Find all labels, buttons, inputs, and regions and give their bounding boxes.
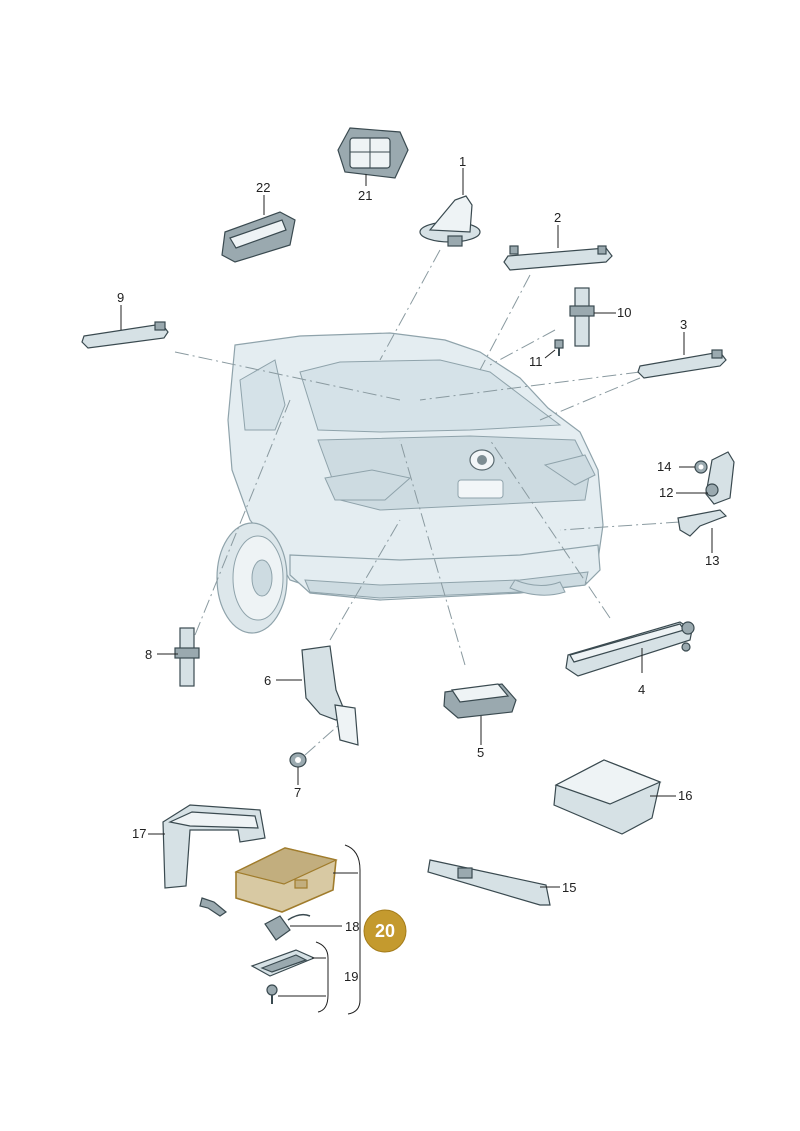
screw-part-19 — [266, 984, 278, 1004]
switch-panel-part-21 — [337, 127, 409, 179]
callout-10: 10 — [617, 305, 631, 320]
callout-1: 1 — [459, 154, 466, 169]
dashed-leaders — [174, 249, 681, 756]
callout-14: 14 — [657, 459, 671, 474]
cover-part-19 — [250, 949, 316, 977]
switch-module-part-22 — [221, 211, 296, 263]
highlight-badge-circle — [363, 909, 407, 953]
antenna-bar-part-9 — [81, 321, 169, 349]
callout-19: 19 — [344, 969, 358, 984]
leader-lines — [120, 168, 713, 1015]
nut-part-14 — [694, 460, 708, 474]
bolt-part — [199, 897, 228, 917]
callout-9: 9 — [117, 290, 124, 305]
highlight-badge-label: 20 — [375, 921, 395, 941]
control-unit-part-20-highlighted — [234, 847, 338, 913]
callout-22: 22 — [256, 180, 270, 195]
antenna-bar-part-3 — [637, 349, 727, 379]
screw-part-11 — [554, 339, 564, 356]
bracket-part-8 — [174, 627, 200, 687]
callout-13: 13 — [705, 553, 719, 568]
callout-5: 5 — [477, 745, 484, 760]
highlight-badge-20[interactable]: 20 — [363, 909, 407, 953]
callout-21: 21 — [358, 188, 372, 203]
callout-12: 12 — [659, 485, 673, 500]
antenna-module-part-4 — [565, 621, 695, 677]
bracket-part-10 — [569, 287, 595, 347]
callout-18: 18 — [345, 919, 359, 934]
callout-labels: 1 2 3 4 5 6 7 8 9 10 11 12 13 14 15 16 1… — [117, 154, 719, 984]
antenna-strip-part-15 — [427, 859, 551, 906]
callout-7: 7 — [294, 785, 301, 800]
connector-part-18 — [264, 913, 311, 941]
shark-fin-antenna-part-1 — [419, 195, 481, 247]
callout-3: 3 — [680, 317, 687, 332]
callout-15: 15 — [562, 880, 576, 895]
car-rear-view — [216, 332, 604, 634]
antenna-bar-part-2 — [503, 245, 613, 271]
callout-4: 4 — [638, 682, 645, 697]
sensor-part-5 — [443, 683, 517, 719]
callout-11: 11 — [529, 354, 543, 369]
callout-2: 2 — [554, 210, 561, 225]
sensor-unit-part-12 — [705, 451, 735, 505]
grommet-part-7 — [289, 752, 307, 768]
bracket-plate-part-6 — [301, 645, 359, 746]
callout-8: 8 — [145, 647, 152, 662]
bracket-cage-part-17 — [162, 804, 266, 889]
control-box-part-16 — [553, 759, 662, 835]
callout-6: 6 — [264, 673, 271, 688]
callout-17: 17 — [132, 826, 146, 841]
callout-16: 16 — [678, 788, 692, 803]
bracket-part-13 — [677, 509, 728, 537]
